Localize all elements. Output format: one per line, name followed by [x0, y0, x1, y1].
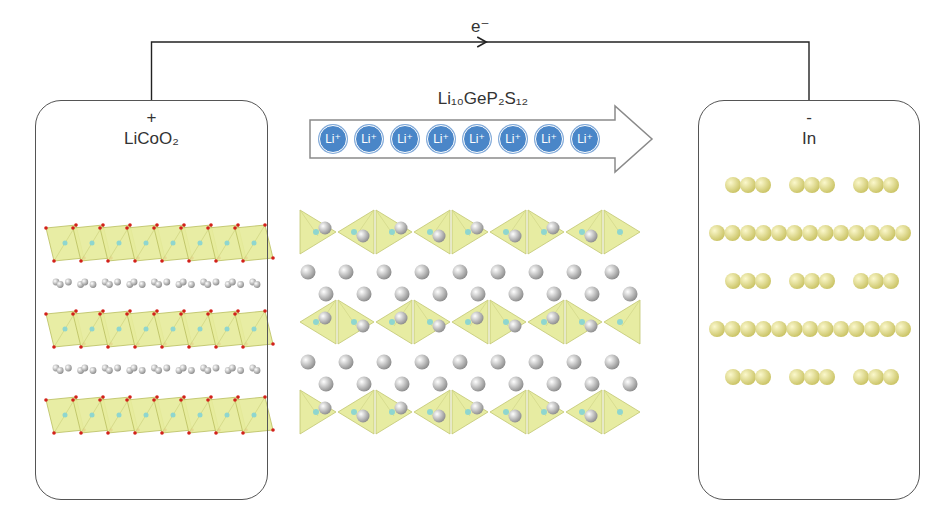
- electrolyte-label: Li₁₀GeP₂S₁₂: [438, 88, 528, 109]
- li-ion-circle: Li⁺: [499, 125, 527, 153]
- ion-label: Li⁺: [361, 132, 377, 146]
- polarity-sign: +: [147, 107, 157, 128]
- ion-label: Li⁺: [505, 132, 521, 146]
- ion-label: Li⁺: [577, 132, 593, 146]
- ion-label: Li⁺: [325, 132, 341, 146]
- anode-panel: -In: [698, 100, 920, 500]
- li-ion-circle: Li⁺: [463, 125, 491, 153]
- li-ion-circle: Li⁺: [571, 125, 599, 153]
- electron-label: e⁻: [471, 16, 489, 37]
- licoo2-lattice: [44, 223, 275, 435]
- electrode-label: LiCoO₂: [124, 128, 179, 149]
- ion-label: Li⁺: [397, 132, 413, 146]
- li-ion-circle: Li⁺: [391, 125, 419, 153]
- ion-label: Li⁺: [541, 132, 557, 146]
- li-ion-circle: Li⁺: [355, 125, 383, 153]
- indium-lattice: [709, 177, 911, 385]
- lgps-lattice: [300, 210, 640, 434]
- ion-label: Li⁺: [433, 132, 449, 146]
- li-ion-circle: Li⁺: [535, 125, 563, 153]
- li-flow-arrow: [310, 106, 652, 172]
- cathode-panel: +LiCoO₂: [35, 100, 268, 500]
- li-ion-circle: Li⁺: [427, 125, 455, 153]
- ion-label: Li⁺: [469, 132, 485, 146]
- li-ion-circle: Li⁺: [319, 125, 347, 153]
- electrode-label: In: [802, 128, 816, 149]
- polarity-sign: -: [806, 107, 812, 128]
